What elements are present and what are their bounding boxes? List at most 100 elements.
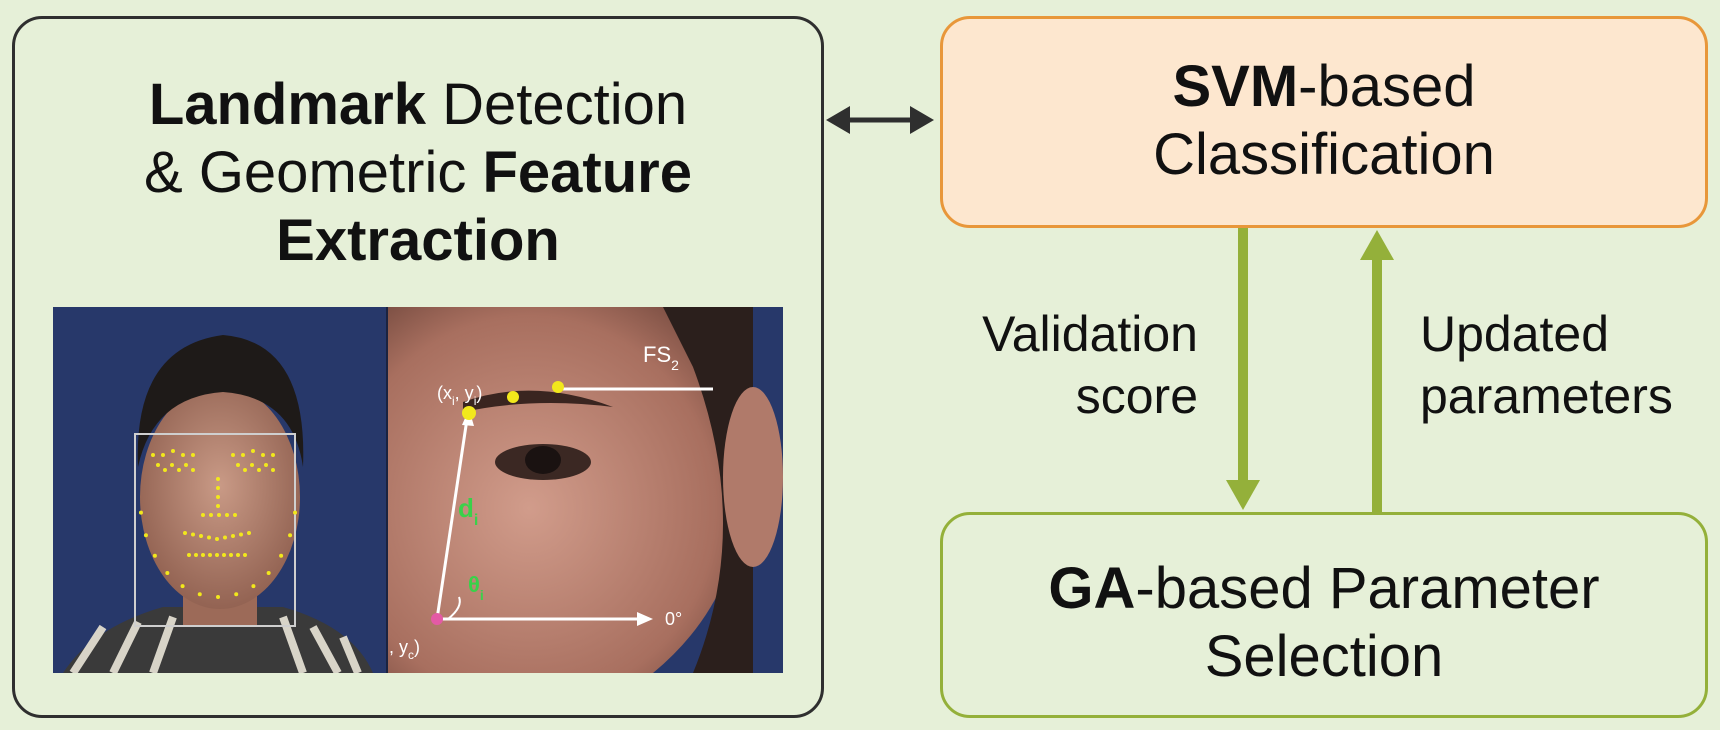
- landmark-dot: [251, 449, 255, 453]
- landmark-dot: [201, 513, 205, 517]
- title-svm-based: -based: [1298, 54, 1476, 119]
- landmark-dot: [201, 553, 205, 557]
- title-landmark-bold: Landmark: [148, 72, 427, 137]
- title-extraction-bold: Extraction: [276, 208, 560, 273]
- landmark-dot: [181, 453, 185, 457]
- landmark-dot: [243, 468, 247, 472]
- ga-parameter-selection-box: GA-based Parameter Selection: [940, 512, 1708, 718]
- landmark-dot: [225, 513, 229, 517]
- title-ga-bold: GA: [1048, 556, 1136, 621]
- face-landmark-photos: FS2 (xi, yi) di θi 0° , yc): [53, 307, 783, 676]
- landmark-dot: [197, 592, 202, 597]
- title-detection: Detection: [426, 72, 688, 137]
- landmark-dot: [288, 533, 293, 538]
- landmark-dot: [229, 553, 233, 557]
- zero-degree-label: 0°: [665, 609, 682, 629]
- xi-yi-label: (xi, yi): [437, 383, 482, 408]
- yc-label: , yc): [389, 637, 420, 662]
- landmark-dot: [216, 595, 220, 599]
- landmark-dot: [247, 531, 251, 535]
- fs2-label: FS2: [643, 342, 679, 373]
- eyebrow: [463, 390, 613, 412]
- landmark-dot: [165, 571, 170, 576]
- landmark-dot: [234, 592, 239, 597]
- face-photo-svg: FS2 (xi, yi) di θi 0° , yc): [53, 307, 783, 676]
- validation-score-arrow: [1226, 228, 1260, 510]
- landmark-dot: [241, 453, 245, 457]
- closeup-face-photo: FS2 (xi, yi) di θi 0° , yc): [387, 307, 783, 673]
- landmark-dot: [194, 553, 198, 557]
- title-classification: Classification: [1153, 122, 1495, 187]
- landmark-dot: [208, 553, 212, 557]
- landmark-dot: [216, 486, 220, 490]
- landmark-dot: [143, 533, 148, 538]
- angle-arc: [447, 596, 461, 620]
- face-bounding-box: [134, 433, 296, 627]
- updated-text: Updated: [1420, 306, 1610, 362]
- landmark-dot: [171, 449, 175, 453]
- landmark-dot: [191, 453, 195, 457]
- landmark-dot: [222, 553, 226, 557]
- landmark-dot: [261, 453, 265, 457]
- landmark-dot: [152, 553, 157, 558]
- landmark-dot: [177, 468, 181, 472]
- distance-vector: [435, 418, 469, 620]
- landmark-brow-2: [552, 381, 564, 393]
- full-face-photo: [53, 307, 387, 676]
- landmark-dot: [271, 453, 275, 457]
- theta-label: θi: [468, 572, 484, 603]
- landmark-dot: [191, 468, 195, 472]
- landmark-dot: [239, 532, 243, 537]
- landmark-detection-title: Landmark Detection & Geometric Feature E…: [15, 71, 821, 275]
- landmark-dot: [199, 534, 203, 538]
- landmark-dot: [250, 463, 254, 467]
- title-selection: Selection: [1204, 624, 1444, 689]
- landmark-dot: [216, 477, 220, 481]
- landmark-dot: [138, 510, 143, 515]
- landmark-dot: [207, 535, 211, 540]
- di-label: di: [458, 493, 478, 529]
- landmark-dot: [266, 571, 271, 576]
- landmark-dot: [233, 513, 237, 517]
- validation-score-label: Validation score: [958, 303, 1198, 427]
- svm-classification-box: SVM-based Classification: [940, 16, 1708, 228]
- landmark-dot: [156, 463, 160, 467]
- landmark-dot: [170, 463, 174, 467]
- landmark-center: [431, 613, 443, 625]
- landmark-dot: [161, 453, 165, 457]
- landmark-dot: [180, 584, 185, 589]
- validation-text: Validation: [982, 306, 1198, 362]
- landmark-dot: [251, 584, 256, 589]
- updated-parameters-label: Updated parameters: [1420, 303, 1720, 427]
- landmark-dot: [209, 513, 213, 517]
- landmark-dot: [216, 495, 220, 499]
- landmark-dot: [231, 534, 235, 538]
- landmark-dot: [163, 468, 167, 472]
- landmark-dot: [216, 504, 220, 508]
- landmark-dot: [217, 513, 221, 517]
- bidirectional-arrow: [826, 106, 934, 134]
- landmark-dot: [236, 463, 240, 467]
- landmark-dot: [257, 468, 261, 472]
- landmark-dot: [187, 553, 191, 557]
- landmark-dot: [293, 510, 298, 515]
- title-feature-bold: Feature: [482, 140, 692, 205]
- landmark-dot: [215, 553, 219, 557]
- landmark-dot: [151, 453, 155, 457]
- score-text: score: [1075, 368, 1198, 424]
- landmark-brow-1: [507, 391, 519, 403]
- hair: [137, 335, 304, 467]
- landmark-points: [138, 449, 298, 599]
- parameters-text: parameters: [1420, 368, 1673, 424]
- landmark-dot: [231, 453, 235, 457]
- landmark-xi-yi: [462, 406, 476, 420]
- landmark-dot: [223, 535, 227, 540]
- svm-classification-title: SVM-based Classification: [943, 53, 1705, 189]
- landmark-dot: [243, 553, 247, 557]
- landmark-dot: [183, 531, 187, 535]
- landmark-dot: [191, 532, 195, 537]
- landmark-dot: [279, 553, 284, 558]
- landmark-dot: [215, 537, 219, 541]
- title-geometric: & Geometric: [144, 140, 483, 205]
- ga-parameter-selection-title: GA-based Parameter Selection: [943, 555, 1705, 691]
